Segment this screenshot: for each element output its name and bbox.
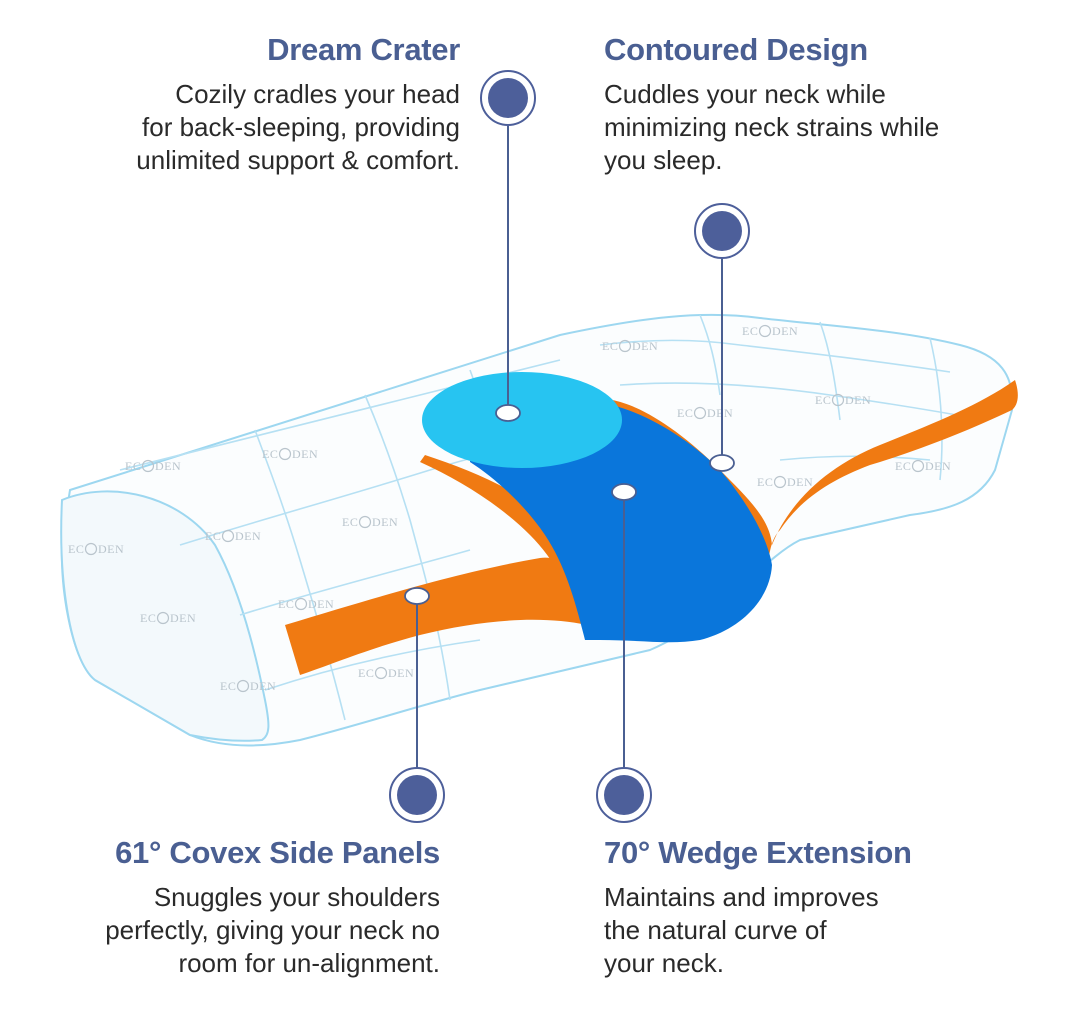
anchor-dot-side bbox=[404, 587, 430, 605]
callout-contoured-design: Contoured Design Cuddles your neck while… bbox=[604, 32, 1034, 177]
anchor-dot-crater bbox=[495, 404, 521, 422]
callout-side-panels: 61° Covex Side Panels Snuggles your shou… bbox=[30, 835, 440, 980]
callout-title: Dream Crater bbox=[267, 32, 460, 67]
marker-wedge-extension bbox=[596, 767, 652, 823]
callout-markers bbox=[389, 70, 750, 823]
callout-title: Contoured Design bbox=[604, 32, 868, 67]
callout-title: 61° Covex Side Panels bbox=[115, 835, 440, 870]
marker-side-panels bbox=[389, 767, 445, 823]
callout-body: Maintains and improves the natural curve… bbox=[604, 881, 879, 978]
callout-wedge-extension: 70° Wedge Extension Maintains and improv… bbox=[604, 835, 1034, 980]
callout-body: Cozily cradles your head for back-sleepi… bbox=[136, 78, 460, 175]
connector-lines bbox=[416, 126, 723, 768]
side-panel-left bbox=[285, 557, 590, 675]
callout-body: Cuddles your neck while minimizing neck … bbox=[604, 78, 940, 175]
dream-crater bbox=[422, 372, 622, 468]
callout-title: 70° Wedge Extension bbox=[604, 835, 912, 870]
callout-body: Snuggles your shoulders perfectly, givin… bbox=[105, 881, 440, 978]
anchor-dots bbox=[404, 404, 735, 605]
callout-dream-crater: Dream Crater Cozily cradles your head fo… bbox=[60, 32, 460, 177]
anchor-dot-wedge bbox=[611, 483, 637, 501]
anchor-dot-contour bbox=[709, 454, 735, 472]
marker-dream-crater bbox=[480, 70, 536, 126]
marker-contoured-design bbox=[694, 203, 750, 259]
